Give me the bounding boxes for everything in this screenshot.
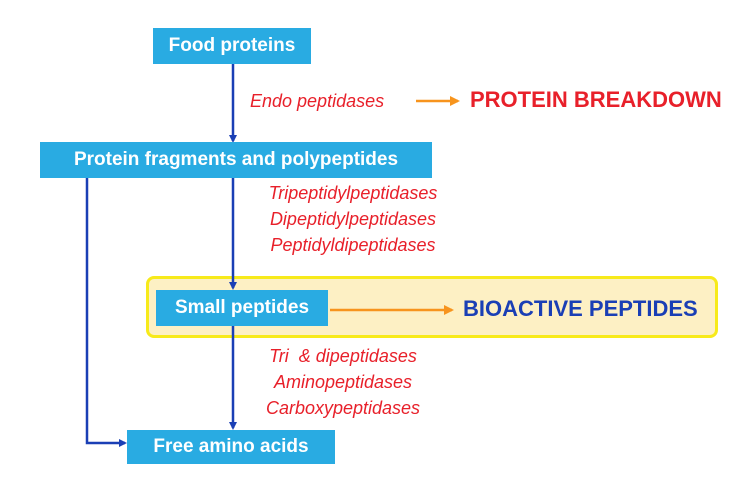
enzyme-aminopeptidases: Aminopeptidases — [273, 372, 413, 392]
enzyme-group-step1: Endo peptidases — [250, 88, 384, 114]
enzyme-tripeptidylpeptidases: Tripeptidylpeptidases — [268, 183, 438, 203]
enzyme-endo-peptidases: Endo peptidases — [250, 91, 385, 111]
node-free-amino-acids-label: Free amino acids — [153, 436, 309, 457]
node-protein-fragments: Protein fragments and polypeptides — [40, 142, 432, 178]
enzyme-tri-dipeptidases: Tri & dipeptidases — [269, 346, 417, 366]
node-small-peptides: Small peptides — [156, 290, 328, 326]
node-small-peptides-label: Small peptides — [174, 297, 310, 318]
enzyme-group-step3: Tri & dipeptidases Aminopeptidases Carbo… — [248, 343, 438, 421]
node-protein-fragments-label: Protein fragments and polypeptides — [73, 149, 399, 170]
node-free-amino-acids: Free amino acids — [127, 430, 335, 464]
outcome-bioactive-peptides: BIOACTIVE PEPTIDES — [463, 296, 698, 321]
node-food-proteins: Food proteins — [153, 28, 311, 64]
enzyme-carboxypeptidases: Carboxypeptidases — [265, 398, 421, 418]
enzyme-dipeptidylpeptidases: Dipeptidylpeptidases — [269, 209, 437, 229]
arrow-fragments-to-amino-acids-bypass — [85, 178, 127, 447]
outcome-protein-breakdown: PROTEIN BREAKDOWN — [470, 87, 722, 112]
enzyme-group-step2: Tripeptidylpeptidases Dipeptidylpeptidas… — [248, 180, 458, 258]
enzyme-peptidyldipeptidases: Peptidyldipeptidases — [270, 235, 436, 255]
node-food-proteins-label: Food proteins — [168, 35, 296, 56]
